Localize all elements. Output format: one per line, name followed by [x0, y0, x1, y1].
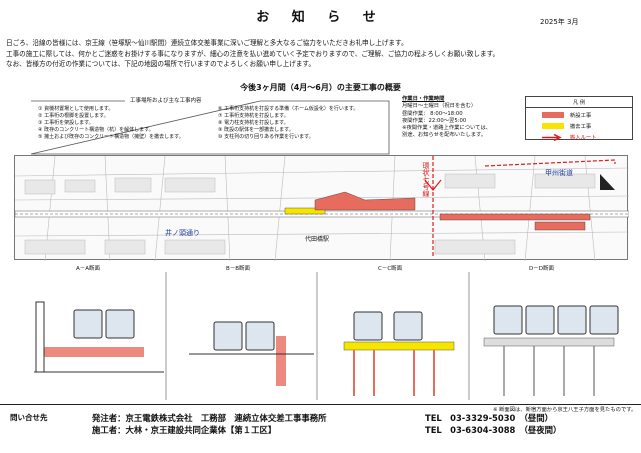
legend-label: 撤去工事: [570, 124, 592, 130]
map-road-label: 甲州街道: [545, 169, 573, 177]
work-item: ⑦ 工事桁支持杭を打設します。: [218, 113, 289, 119]
contact-footer: [0, 404, 641, 450]
work-hours-heading: 作業日・作業時間: [402, 96, 445, 102]
map-drawing: [14, 155, 630, 262]
night-hours: 夜間作業：22:00～翌5:00: [402, 117, 467, 124]
legend-item-new: 新設工事: [542, 111, 632, 119]
intro-line-1: 日ごろ、沿線の皆様には、京王線（笹塚駅～仙川駅間）連続立体交差事業に深いご理解と…: [6, 39, 408, 47]
new-work-swatch: [542, 112, 564, 118]
site-map: 甲州街道 井ノ頭通り 代田橋駅 環状七号線: [14, 155, 630, 262]
work-item: ⑤ 擁土および既存のコンクリート構造物（擁壁）を撤去します。: [38, 134, 184, 140]
intro-text: 日ごろ、沿線の皆様には、京王線（笹塚駅～仙川駅間）連続立体交差事業に深いご理解と…: [6, 38, 634, 70]
intro-line-3: なお、皆様方の付近の作業については、下記の地図の場所で行いますのでよろしくお願い…: [6, 60, 315, 68]
work-item: ③ 工事桁を架設します。: [38, 120, 94, 126]
work-hours: 作業日・作業時間 月曜日～土曜日（祝日を含む） 昼間作業： 8:00～18:00…: [402, 96, 522, 140]
contact-label: 問い合せ先: [10, 413, 48, 422]
section-label: D－D断面: [529, 266, 554, 272]
work-item: ④ 既存のコンクリート構造物（杭）を解体します。: [38, 127, 154, 133]
page-title: お 知 ら せ: [256, 10, 385, 25]
work-list-left: ① 資機材置場として使用します。 ② 工事桁の根脚を設置します。 ③ 工事桁を架…: [38, 106, 184, 141]
work-item: ② 工事桁の根脚を設置します。: [38, 113, 109, 119]
legend-title: 凡 例: [526, 97, 632, 108]
work-days: 月曜日～土曜日（祝日を含む）: [402, 103, 477, 110]
cross-sections: A－A断面 B－B断面 C－C断面 D－D断面: [14, 262, 628, 402]
work-item: ⑥ 工事桁支持杭を打設する準備（ホーム仮設化）を行います。: [218, 106, 359, 112]
sections-drawing: [34, 272, 619, 400]
route-arrow-icon: [542, 133, 562, 141]
contact-tel-day: TEL 03-3329-5030 （昼間）: [425, 413, 554, 423]
day-hours: 昼間作業： 8:00～18:00: [402, 110, 463, 117]
map-station-label: 代田橋駅: [305, 236, 330, 243]
work-list-frame: [30, 100, 390, 155]
work-item: ① 資機材置場として使用します。: [38, 106, 114, 112]
legend-item-route: 搬入ルート: [542, 133, 632, 141]
work-list-right: ⑥ 工事桁支持杭を打設する準備（ホーム仮設化）を行います。 ⑦ 工事桁支持杭を打…: [218, 106, 358, 141]
work-list-title: 工事場所および主な工事内容: [130, 98, 202, 104]
section-note: ※ 断面図は、新宿方面から京王八王子方面を見たものです。: [493, 407, 637, 413]
map-road-label: 環状七号線: [422, 162, 430, 197]
legend-label: 搬入ルート: [570, 135, 597, 141]
legend: 凡 例 新設工事 撤去工事 搬入ルート: [525, 96, 633, 141]
intro-line-2: 工事の施工に際しては、何かとご迷惑をお掛けする事になりますが、細心の注意を払い進…: [6, 49, 500, 58]
section-label: B－B断面: [226, 266, 251, 272]
removal-work-swatch: [542, 123, 564, 129]
contact-contractor: 施工者：大林・京王建設共同企業体【第１工区】: [92, 425, 277, 435]
notice-date: 2025年 3月: [540, 18, 579, 26]
legend-item-removal: 撤去工事: [542, 122, 632, 130]
work-item: ⑨ 既設の駅体を一部撤去します。: [218, 127, 294, 133]
section-label: C－C断面: [378, 266, 403, 272]
work-item: ⑩ 支柱列の切り回りある作業を行います。: [218, 134, 314, 140]
work-item: ⑧ 電力柱支持杭を打設します。: [218, 120, 289, 126]
legend-label: 新設工事: [570, 113, 592, 119]
contact-tel-night: TEL 03-6304-3088 （昼夜間）: [425, 425, 562, 435]
hours-note: ※夜間作業・道路上作業については、: [402, 125, 491, 132]
hours-note: 別途、お知らせを配布いたします。: [402, 132, 487, 139]
contact-client: 発注者：京王電鉄株式会社 工務部 連続立体交差工事事務所: [92, 413, 327, 423]
summary-heading: 今後3ヶ月間（4月～6月）の主要工事の概要: [240, 83, 401, 92]
map-road-label: 井ノ頭通り: [165, 229, 200, 237]
section-label: A－A断面: [76, 266, 101, 272]
